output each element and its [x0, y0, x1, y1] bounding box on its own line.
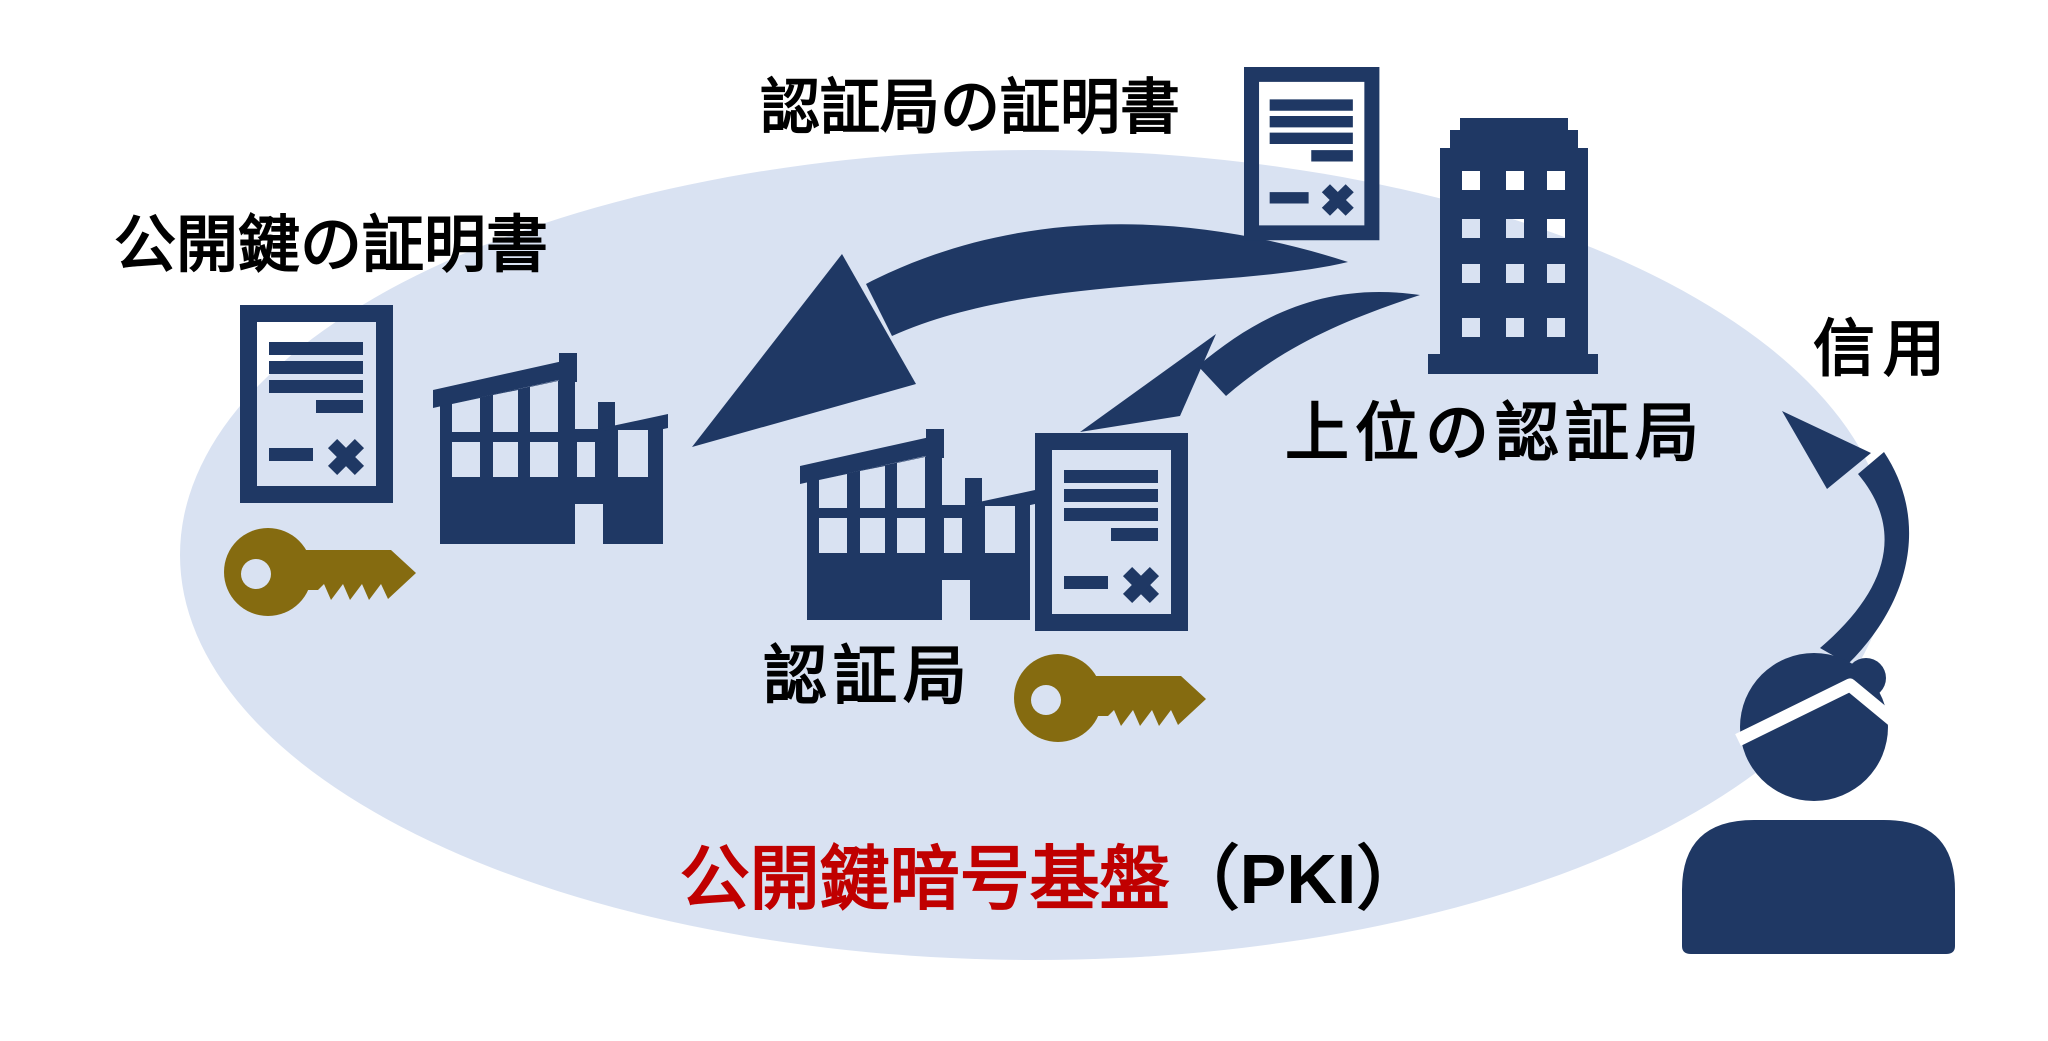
label-ca-certificate: 認証局の証明書: [760, 74, 1180, 141]
trust-arrow-icon: [1782, 411, 1910, 664]
label-ca: 認証局: [763, 640, 973, 712]
issue-arrow-long-icon: [692, 224, 1348, 447]
issue-arrow-short-icon: [1080, 291, 1420, 432]
office-tower-icon: [1428, 118, 1598, 374]
label-pki-abbr: （PKI）: [1170, 840, 1427, 918]
label-pki: 公開鍵暗号基盤（PKI）: [680, 840, 1427, 918]
label-pki-name: 公開鍵暗号基盤: [680, 840, 1170, 918]
label-public-key-certificate: 公開鍵の証明書: [114, 211, 548, 280]
label-trust: 信用: [1813, 315, 1953, 384]
label-higher-ca: 上位の認証局: [1285, 397, 1705, 469]
person-icon: [1682, 653, 1955, 954]
